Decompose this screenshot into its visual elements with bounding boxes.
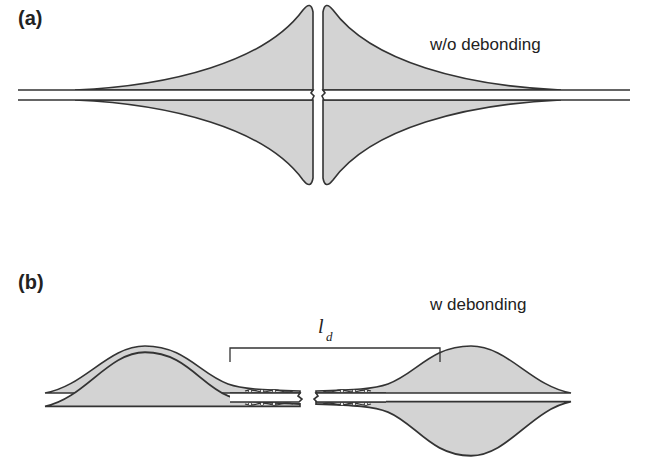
- panel-title: w debonding: [430, 296, 526, 313]
- fiber: [230, 393, 386, 402]
- debonding-crack: [245, 390, 371, 405]
- fiber: [18, 90, 630, 100]
- dimension-symbol: l: [318, 316, 324, 336]
- dimension-bracket: [230, 348, 440, 362]
- matrix-cone: [45, 346, 571, 456]
- panel-label: (a): [18, 8, 42, 28]
- debonding-dots: [248, 389, 367, 405]
- dimension-subscript: d: [326, 330, 333, 343]
- panel-label: (b): [18, 272, 44, 292]
- panel-title: w/o debonding: [430, 36, 541, 53]
